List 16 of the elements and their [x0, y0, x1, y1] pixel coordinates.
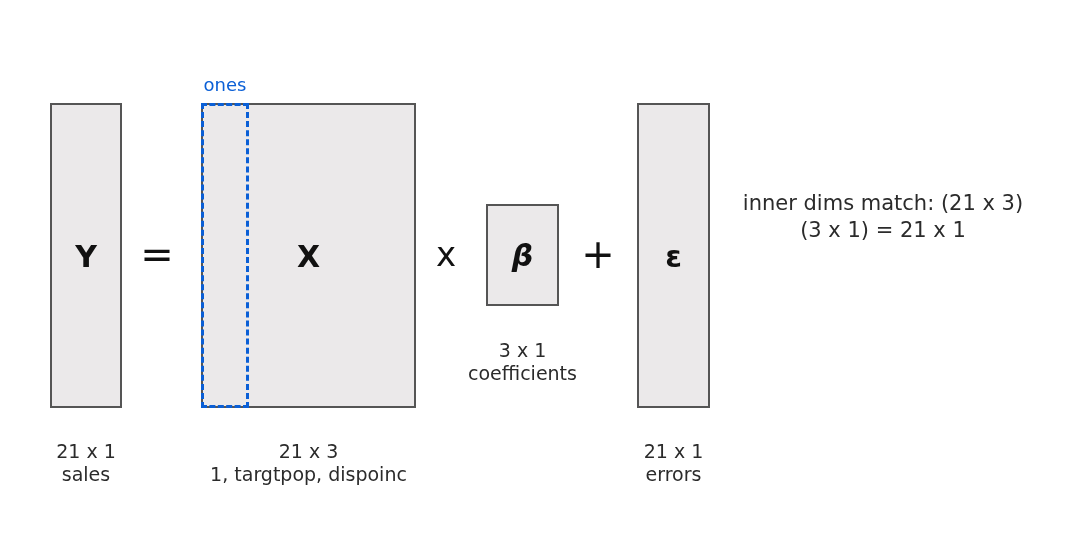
- matrix-box: [50, 103, 122, 408]
- plus-sign: +: [581, 231, 615, 277]
- matrix-symbol: β: [511, 237, 534, 273]
- dimension-caption: 3 x 1 coefficients: [468, 339, 577, 385]
- dimension-note: inner dims match: (21 x 3)(3 x 1) = 21 x 1: [741, 190, 1025, 244]
- column-label: ones: [202, 74, 248, 95]
- matrix-box: [637, 103, 710, 408]
- matrix-symbol: ε: [665, 238, 682, 273]
- equals-sign: =: [140, 231, 174, 277]
- multiply-sign: x: [435, 234, 457, 274]
- matrix-box: [486, 204, 559, 306]
- matrix-symbol: Y: [75, 238, 97, 273]
- dimension-caption: 21 x 3 1, targtpop, dispoinc: [210, 440, 407, 486]
- dimension-caption: 21 x 1 sales: [56, 440, 116, 486]
- dimension-caption: 21 x 1 errors: [643, 440, 704, 486]
- matrix-symbol: X: [296, 238, 321, 273]
